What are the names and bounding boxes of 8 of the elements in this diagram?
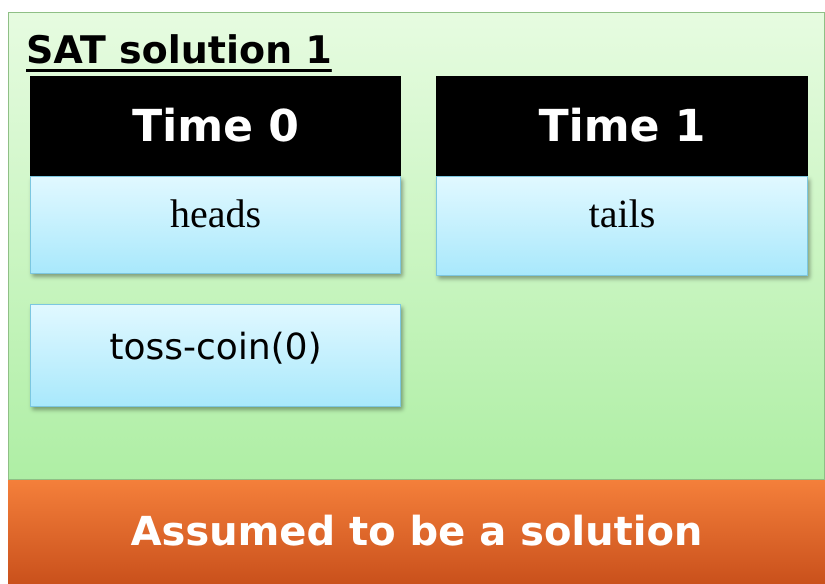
state-box: tails	[436, 176, 808, 276]
action-box: toss-coin(0)	[30, 304, 401, 407]
panel-title: SAT solution 1	[26, 27, 332, 74]
time-header: Time 0	[30, 76, 401, 176]
assumption-banner: Assumed to be a solution	[8, 480, 825, 584]
solution-panel	[8, 12, 825, 480]
state-box: heads	[30, 176, 401, 274]
time-header: Time 1	[436, 76, 808, 176]
